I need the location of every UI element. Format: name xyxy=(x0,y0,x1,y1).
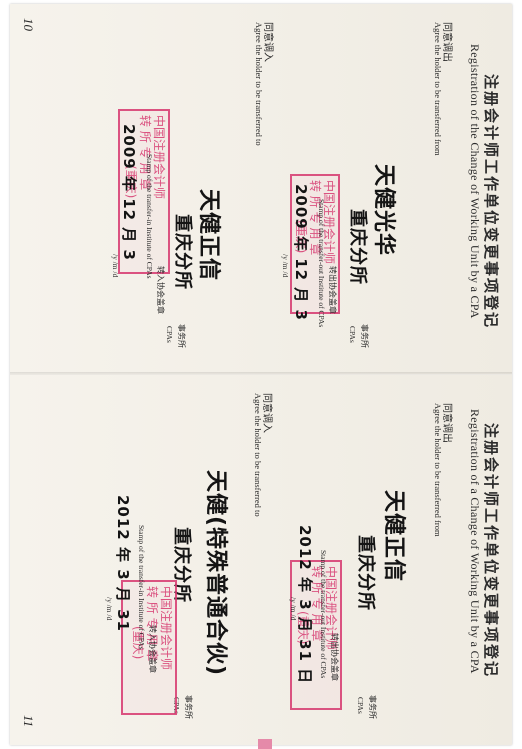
transfer-out-label-en: Agree the holder to be transferred from xyxy=(433,22,443,156)
page-11-content: 注册会计师工作单位变更事项登记 Registration of a Change… xyxy=(10,375,512,745)
page-number: 10 xyxy=(21,18,36,31)
transfer-in-label-zh: 同意调入 xyxy=(261,393,272,433)
page-11: 注册会计师工作单位变更事项登记 Registration of a Change… xyxy=(10,375,512,745)
page-title-en: Registration of the Change of Working Un… xyxy=(468,44,482,319)
office-label-zh: 事务所 xyxy=(184,695,193,719)
office-label-en: CPAs xyxy=(348,326,357,343)
transfer-in-label-zh: 同意调入 xyxy=(262,22,273,62)
transfer-in-date-handwritten: 2012 年 3 月 31 xyxy=(114,495,132,632)
office-label-en: CPAs xyxy=(356,697,365,714)
seal-line: 中国注册会计师 xyxy=(159,586,173,671)
date-units: /y /m /d xyxy=(281,254,290,278)
transfer-out-stamp-label-zh: 转出协会盖章 xyxy=(330,633,339,681)
transfer-out-date-handwritten: 2012 年 3 月 31 日 xyxy=(296,525,314,685)
transfer-in-stamp-label-zh: 转入协会盖章 xyxy=(148,625,157,673)
date-units: /y /m /d xyxy=(289,597,298,621)
page-title-zh: 注册会计师工作单位变更事项登记 xyxy=(482,423,498,679)
transfer-in-stamp-label-zh: 转入协会盖章 xyxy=(156,266,165,314)
transfer-in-stamp-label-en: Stamp of the transfer-in Institute of CP… xyxy=(145,154,154,279)
transfer-in-label-en: Agree the holder to be transferred to xyxy=(254,22,264,146)
page-title-zh: 注册会计师工作单位变更事项登记 xyxy=(482,74,498,330)
page-10: 注册会计师工作单位变更事项登记 Registration of the Chan… xyxy=(10,4,512,374)
scanned-certificate: 注册会计师工作单位变更事项登记 Registration of the Chan… xyxy=(10,4,512,745)
transfer-in-date-handwritten: 2009 年 12 月 3 xyxy=(120,124,138,261)
transfer-in-label-en: Agree the holder to be transferred to xyxy=(253,393,263,517)
date-units: /y /m /d xyxy=(105,597,114,621)
transfer-in-stamp-label-en: Stamp of the transfer-in Institute of CP… xyxy=(137,525,146,650)
transfer-out-city-handwritten: 重庆分所 xyxy=(355,535,376,611)
office-label-zh: 事务所 xyxy=(368,695,377,719)
transfer-out-label-en: Agree the holder to be transferred from xyxy=(433,403,443,537)
transfer-in-firm-handwritten: 天健正信 xyxy=(196,189,221,282)
office-label-zh: 事务所 xyxy=(360,324,369,348)
seal-line: 中国注册会计师 xyxy=(152,115,166,200)
transfer-out-city-handwritten: 重庆分所 xyxy=(347,209,368,285)
date-units: /y /m /d xyxy=(111,254,120,278)
transfer-out-firm-handwritten: 天健光华 xyxy=(371,164,396,257)
transfer-out-label-zh: 同意调出 xyxy=(441,403,452,443)
transfer-out-firm-handwritten: 天健正信 xyxy=(381,490,406,583)
transfer-out-date-handwritten: 2009 年 12 月 3 xyxy=(292,184,310,321)
transfer-in-firm-handwritten: 天健(特殊普通合伙) xyxy=(203,470,228,677)
page-10-content: 注册会计师工作单位变更事项登记 Registration of the Chan… xyxy=(10,4,512,374)
page-number: 11 xyxy=(21,715,36,728)
pink-tab-edge xyxy=(258,739,272,749)
page-title-en: Registration of a Change of Working Unit… xyxy=(468,409,482,674)
transfer-out-stamp-label-en: Stamp of the transfer-out Institute of C… xyxy=(319,550,328,679)
transfer-out-stamp-label-en: Stamp of the transfer-out Institute of C… xyxy=(317,199,326,328)
transfer-out-stamp-label-zh: 转出协会盖章 xyxy=(328,266,337,314)
transfer-out-label-zh: 同意调出 xyxy=(441,22,452,62)
transfer-in-city-handwritten: 重庆分所 xyxy=(172,214,193,290)
office-label-zh: 事务所 xyxy=(177,324,186,348)
office-label-en: CPAs xyxy=(165,326,174,343)
